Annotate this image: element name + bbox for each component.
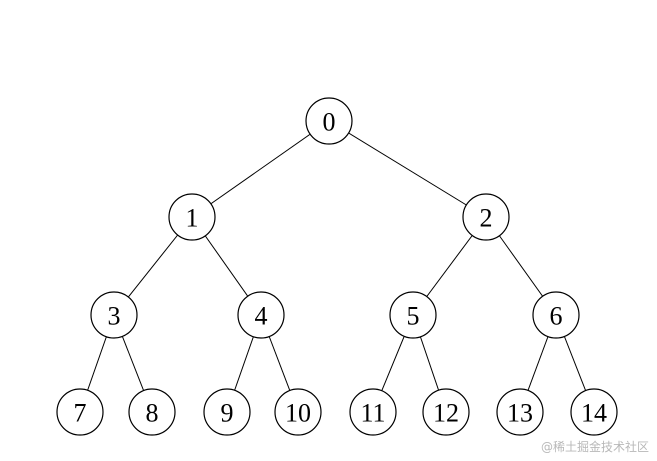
tree-node-circle [128, 388, 176, 436]
tree-node-circle [305, 97, 353, 145]
tree-node-7: 7 [56, 388, 104, 436]
tree-edges [79, 120, 595, 413]
tree-node-label: 12 [433, 399, 459, 428]
tree-node-circle [389, 291, 437, 339]
tree-node-circle [237, 291, 285, 339]
tree-node-circle [203, 388, 251, 436]
tree-node-label: 2 [480, 204, 493, 233]
tree-node-circle [570, 388, 618, 436]
tree-node-label: 8 [146, 399, 159, 428]
tree-node-circle [532, 291, 580, 339]
tree-node-1: 1 [168, 193, 216, 241]
tree-node-label: 4 [255, 302, 268, 331]
tree-node-label: 5 [407, 302, 420, 331]
tree-edge-0-2 [328, 120, 487, 218]
tree-node-11: 11 [349, 388, 397, 436]
tree-node-label: 10 [285, 399, 311, 428]
tree-node-4: 4 [237, 291, 285, 339]
tree-node-label: 14 [581, 399, 607, 428]
tree-node-circle [422, 388, 470, 436]
tree-node-circle [168, 193, 216, 241]
tree-node-10: 10 [274, 388, 322, 436]
tree-node-label: 11 [360, 399, 385, 428]
tree-node-14: 14 [570, 388, 618, 436]
tree-node-circle [496, 388, 544, 436]
tree-node-label: 0 [323, 108, 336, 137]
tree-node-circle [90, 291, 138, 339]
tree-node-label: 6 [550, 302, 563, 331]
tree-node-circle [274, 388, 322, 436]
tree-node-13: 13 [496, 388, 544, 436]
tree-node-label: 7 [74, 399, 87, 428]
tree-node-label: 13 [507, 399, 533, 428]
tree-node-9: 9 [203, 388, 251, 436]
tree-node-label: 1 [186, 204, 199, 233]
tree-node-3: 3 [90, 291, 138, 339]
tree-node-circle [462, 193, 510, 241]
tree-node-label: 9 [221, 399, 234, 428]
tree-node-5: 5 [389, 291, 437, 339]
tree-node-circle [56, 388, 104, 436]
tree-node-8: 8 [128, 388, 176, 436]
tree-node-2: 2 [462, 193, 510, 241]
watermark: @稀土掘金技术社区 [540, 440, 649, 454]
tree-node-12: 12 [422, 388, 470, 436]
tree-node-6: 6 [532, 291, 580, 339]
tree-edge-0-1 [191, 120, 330, 218]
tree-node-label: 3 [108, 302, 121, 331]
tree-node-circle [349, 388, 397, 436]
tree-node-0: 0 [305, 97, 353, 145]
